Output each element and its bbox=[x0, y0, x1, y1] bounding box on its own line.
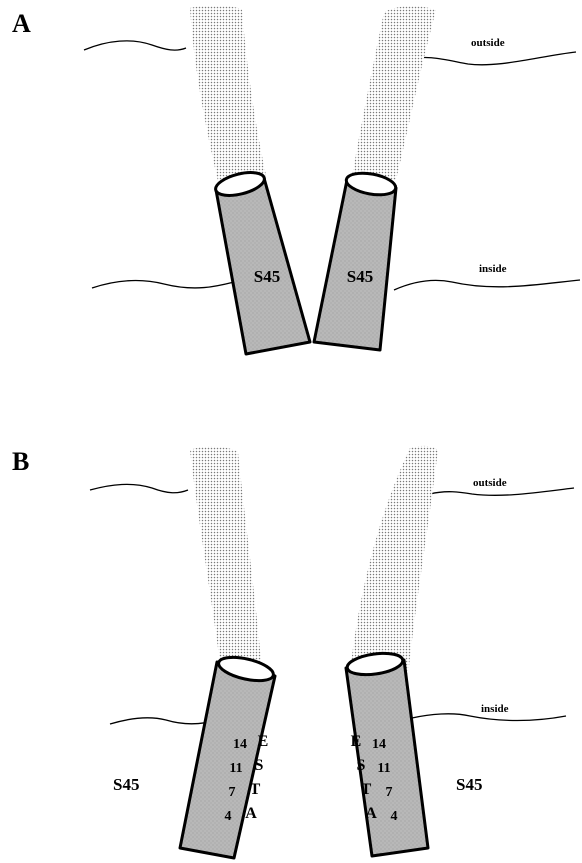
residue-number: 7 bbox=[229, 785, 236, 800]
residue-letter: A bbox=[365, 805, 377, 822]
inside-membrane-line-left bbox=[110, 718, 218, 724]
residue-number: 14 bbox=[233, 737, 247, 752]
s45-helix-left: S45 bbox=[213, 168, 310, 354]
inside-label: inside bbox=[481, 703, 509, 715]
inside-label: inside bbox=[479, 263, 507, 275]
outside-label: outside bbox=[471, 37, 505, 49]
stippled-domain-left bbox=[190, 5, 266, 190]
residue-letter: T bbox=[361, 781, 372, 798]
panel-a-label: A bbox=[12, 9, 31, 38]
inside-membrane-line-left bbox=[92, 281, 234, 288]
residue-letter: S bbox=[255, 757, 264, 774]
side-label-right: S45 bbox=[456, 775, 482, 794]
stippled-domain-right bbox=[352, 6, 436, 180]
helix-label-left: S45 bbox=[254, 267, 280, 286]
helix-label-right: S45 bbox=[347, 267, 373, 286]
residue-number: 7 bbox=[386, 785, 393, 800]
residue-letter: T bbox=[250, 781, 261, 798]
outside-membrane-line-left bbox=[84, 41, 186, 50]
residue-number: 11 bbox=[229, 761, 242, 776]
inside-membrane-line-right bbox=[394, 280, 580, 290]
panel-b: B outside inside 14 11 7 4 E S T A bbox=[12, 446, 574, 858]
residue-number: 4 bbox=[225, 809, 232, 824]
residue-letter: S bbox=[357, 757, 366, 774]
outside-membrane-line-left bbox=[90, 484, 188, 492]
stippled-domain-left bbox=[190, 446, 262, 678]
s45-helix-right: S45 bbox=[314, 170, 397, 350]
residue-number: 4 bbox=[391, 809, 398, 824]
outside-label: outside bbox=[473, 477, 507, 489]
panel-b-label: B bbox=[12, 447, 29, 476]
outside-membrane-line-right bbox=[430, 488, 574, 495]
side-label-left: S45 bbox=[113, 775, 139, 794]
residue-letter: E bbox=[351, 733, 362, 750]
residue-letter: E bbox=[258, 733, 269, 750]
outside-membrane-line-right bbox=[408, 52, 576, 65]
stippled-domain-right bbox=[350, 446, 438, 675]
residue-number: 11 bbox=[377, 761, 390, 776]
s45-helix-left: 14 11 7 4 E S T A bbox=[180, 653, 276, 858]
panel-a: A outside inside S45 S45 bbox=[12, 5, 580, 354]
residue-number: 14 bbox=[372, 737, 386, 752]
residue-letter: A bbox=[245, 805, 257, 822]
s45-helix-right: 14 11 7 4 E S T A bbox=[346, 650, 428, 856]
